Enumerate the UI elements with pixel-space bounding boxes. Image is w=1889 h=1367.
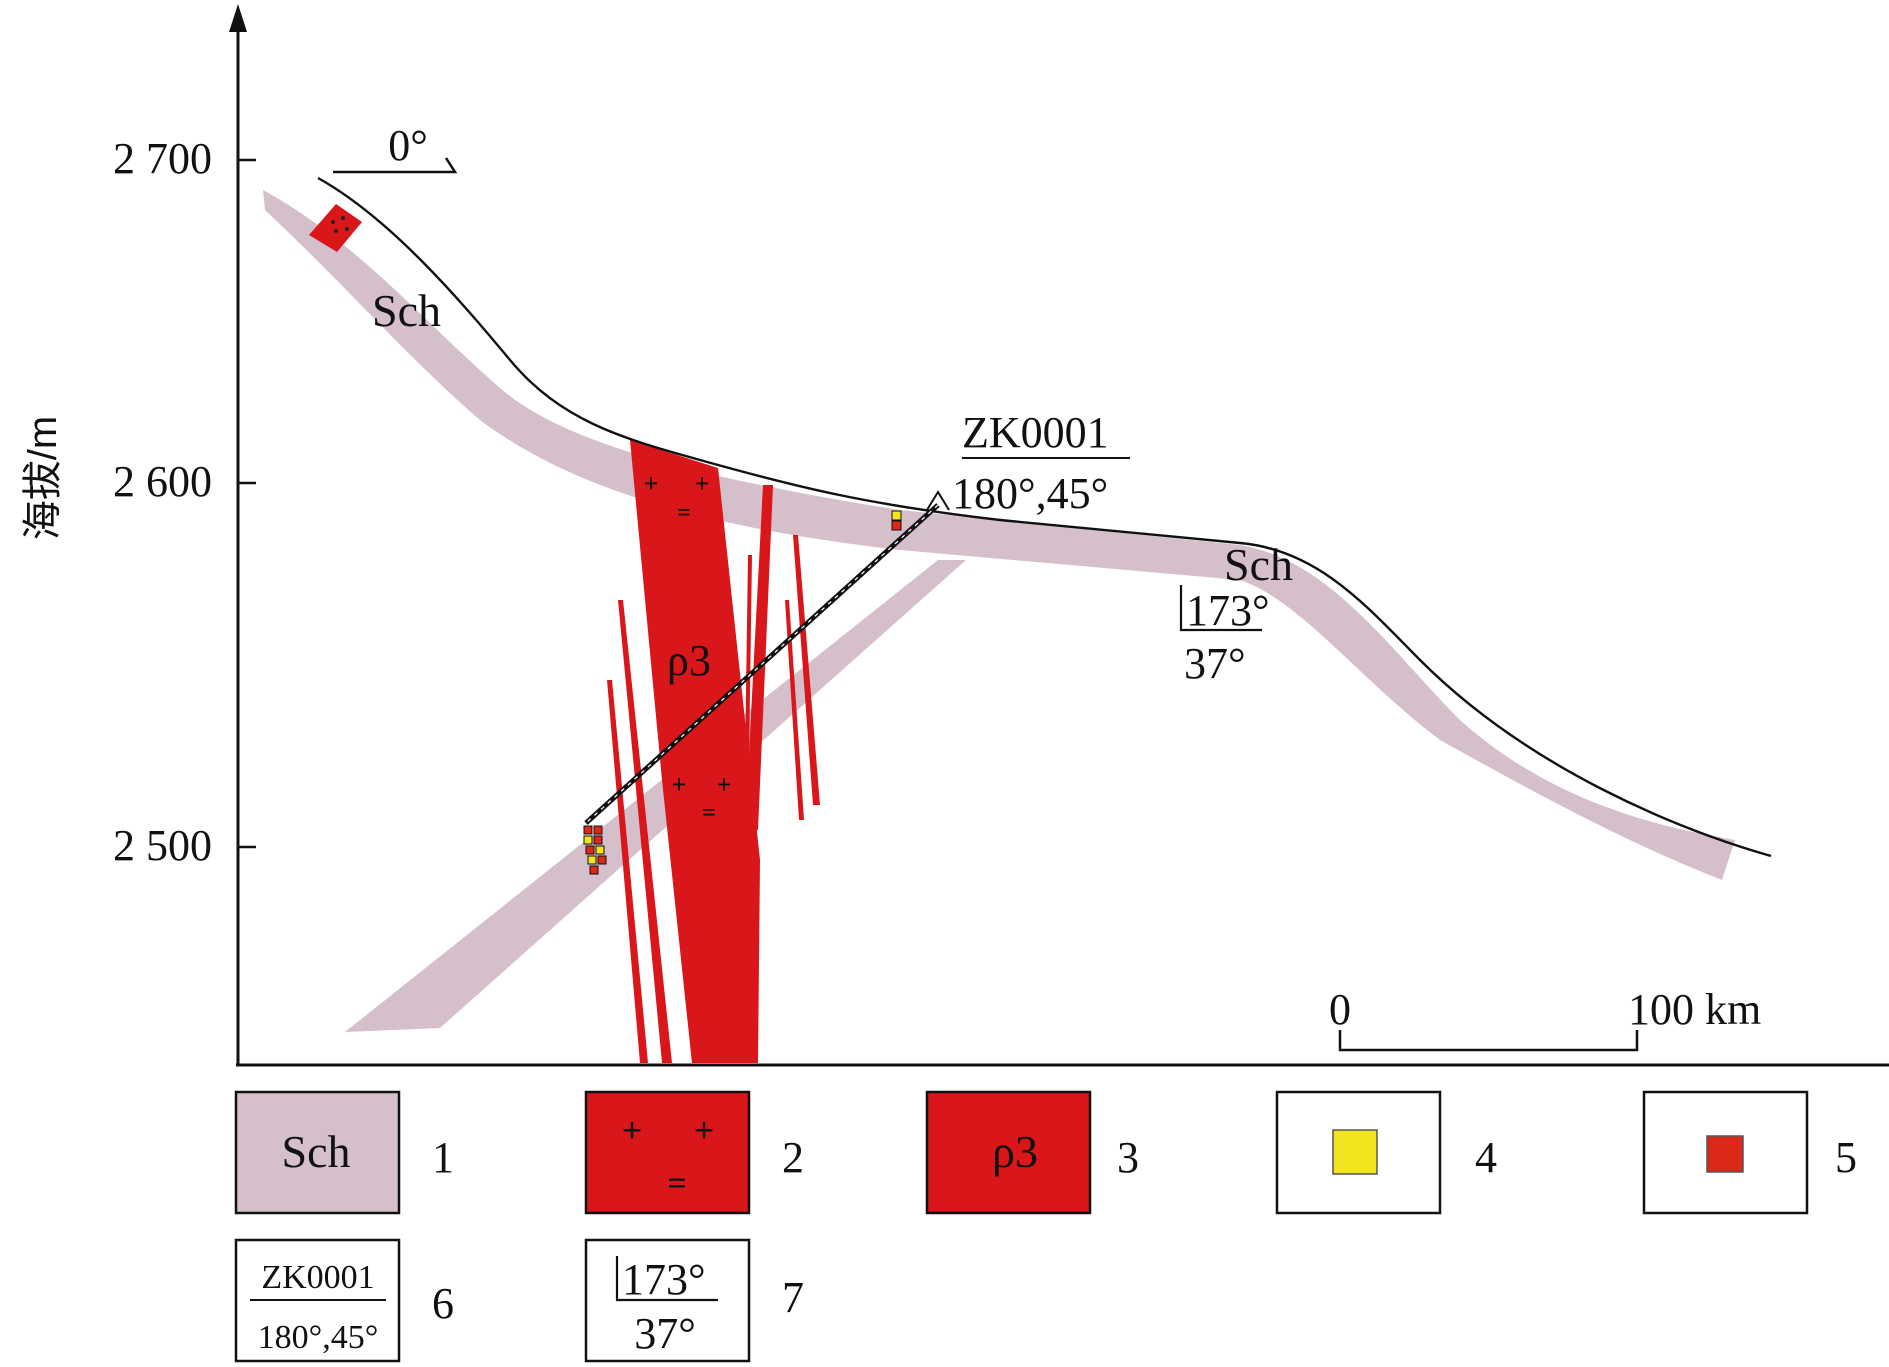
attitude-bracket-icon bbox=[1179, 585, 1262, 632]
legend-2-num: 2 bbox=[782, 1133, 804, 1182]
schist-band-dipping bbox=[345, 560, 966, 1032]
legend-item-7: 173° 37° 7 bbox=[584, 1238, 804, 1363]
legend-2-plus-1: + bbox=[622, 1110, 643, 1150]
dyke-6 bbox=[785, 600, 804, 820]
legend-2-plus-2: + bbox=[694, 1110, 715, 1150]
dyke-2 bbox=[607, 680, 648, 1063]
legend-item-1: Sch 1 bbox=[234, 1090, 454, 1215]
legend-2-eq: = bbox=[667, 1165, 686, 1202]
drill-angle: 180°,45° bbox=[952, 469, 1108, 518]
granite-eq-2: = bbox=[702, 800, 716, 826]
dyke-5 bbox=[793, 535, 820, 805]
granite-plus-4: + bbox=[717, 770, 732, 799]
legend-7-num: 7 bbox=[782, 1273, 804, 1322]
legend-6-top: ZK0001 bbox=[261, 1259, 374, 1296]
legend-4-num: 4 bbox=[1475, 1133, 1497, 1182]
dyke-1 bbox=[618, 600, 672, 1063]
strike-symbol-icon bbox=[333, 157, 458, 174]
dyke-4 bbox=[744, 555, 752, 830]
legend-7-bracket-icon bbox=[615, 1256, 718, 1302]
granite-block-dots bbox=[331, 216, 349, 233]
legend-5-num: 5 bbox=[1835, 1133, 1857, 1182]
drill-hole-core bbox=[585, 504, 939, 824]
scale-bar bbox=[1338, 1030, 1639, 1052]
granite-plus-3: + bbox=[672, 770, 687, 799]
y-tick-label-2500: 2 500 bbox=[113, 821, 212, 870]
legend-3-num: 3 bbox=[1117, 1133, 1139, 1182]
label-sch-right: Sch bbox=[1224, 539, 1293, 590]
granite-plus-1: + bbox=[644, 469, 659, 498]
ore-markers-lower bbox=[583, 825, 607, 875]
legend-item-6: ZK0001 180°,45° 6 bbox=[234, 1238, 454, 1363]
dyke-3 bbox=[745, 485, 773, 830]
legend-3-text: ρ3 bbox=[992, 1126, 1038, 1177]
legend-item-3: ρ3 3 bbox=[925, 1090, 1139, 1215]
ore-markers-upper bbox=[891, 510, 902, 531]
legend-1-num: 1 bbox=[432, 1133, 454, 1182]
granite-body bbox=[630, 440, 760, 1063]
drill-collar-icon bbox=[926, 490, 950, 511]
scale-bar-start: 0 bbox=[1329, 985, 1351, 1034]
legend-item-4: 4 bbox=[1275, 1090, 1497, 1215]
scale-bar-end: 100 km bbox=[1628, 985, 1761, 1034]
y-axis-arrow-icon bbox=[229, 4, 247, 32]
attitude-dip: 37° bbox=[1184, 639, 1246, 688]
topography-line bbox=[317, 176, 1772, 858]
legend-1-text: Sch bbox=[282, 1126, 351, 1177]
y-tick-label-2700: 2 700 bbox=[113, 134, 212, 183]
granite-eq-1: = bbox=[677, 500, 691, 526]
schist-band-upper bbox=[263, 190, 1735, 880]
granite-plus-2: + bbox=[695, 469, 710, 498]
drill-name: ZK0001 bbox=[962, 408, 1109, 457]
legend-7-top: 173° bbox=[622, 1255, 706, 1304]
y-tick-label-2600: 2 600 bbox=[113, 457, 212, 506]
label-sch-upper: Sch bbox=[372, 285, 441, 336]
attitude-dir: 173° bbox=[1186, 586, 1270, 635]
label-dyke: ρ3 bbox=[667, 636, 711, 685]
granite-block-small bbox=[309, 204, 362, 252]
legend-6-num: 6 bbox=[432, 1279, 454, 1328]
legend-7-bottom: 37° bbox=[634, 1309, 696, 1358]
legend-item-5: 5 bbox=[1642, 1090, 1857, 1215]
strike-symbol-label: 0° bbox=[388, 121, 428, 170]
legend-item-2: + + = 2 bbox=[584, 1090, 804, 1215]
y-axis-label: 海拔/m bbox=[21, 416, 65, 540]
legend-6-bottom: 180°,45° bbox=[258, 1319, 379, 1356]
